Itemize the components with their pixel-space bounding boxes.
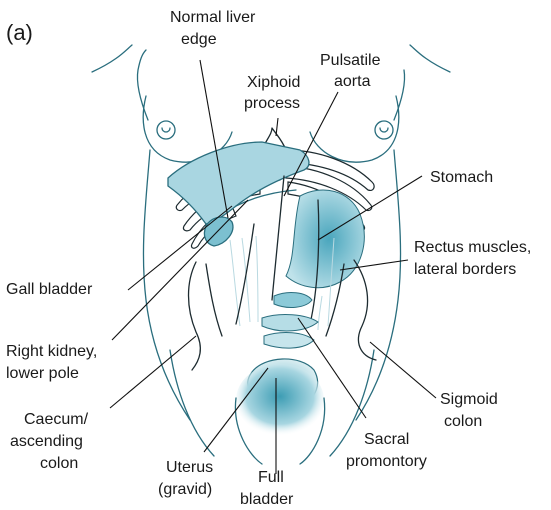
- stomach: [286, 190, 364, 288]
- label-normal-liver-edge: Normal liver edge: [170, 9, 260, 48]
- label-caecum: Caecum/ ascending colon: [10, 411, 92, 472]
- label-uterus: Uterus (gravid): [158, 459, 218, 498]
- right-breast: [310, 96, 399, 162]
- left-rectus-border: [236, 224, 254, 324]
- caecum: [189, 262, 201, 370]
- leader-sigmoid-colon: [370, 342, 436, 398]
- right-nipple: [375, 121, 393, 139]
- aorta: [272, 176, 284, 300]
- sacral-promontory: [274, 293, 312, 308]
- label-xiphoid-process: Xiphoid process: [244, 74, 305, 112]
- label-pulsatile-aorta: Pulsatile aorta: [320, 52, 385, 90]
- label-sigmoid-colon: Sigmoid colon: [440, 391, 502, 430]
- left-nipple: [157, 121, 175, 139]
- label-right-kidney: Right kidney, lower pole: [6, 343, 102, 382]
- label-stomach: Stomach: [430, 169, 493, 186]
- leader-xiphoid-process: [276, 118, 278, 136]
- label-sacral-promontory: Sacral promontory: [346, 431, 427, 470]
- full-bladder: [236, 364, 324, 436]
- leader-caecum: [110, 336, 196, 408]
- panel-label: (a): [6, 20, 33, 45]
- label-rectus-muscles: Rectus muscles, lateral borders: [414, 239, 536, 278]
- label-gall-bladder: Gall bladder: [6, 281, 93, 298]
- label-full-bladder: Full bladder: [240, 469, 294, 508]
- leader-right-kidney: [112, 200, 248, 340]
